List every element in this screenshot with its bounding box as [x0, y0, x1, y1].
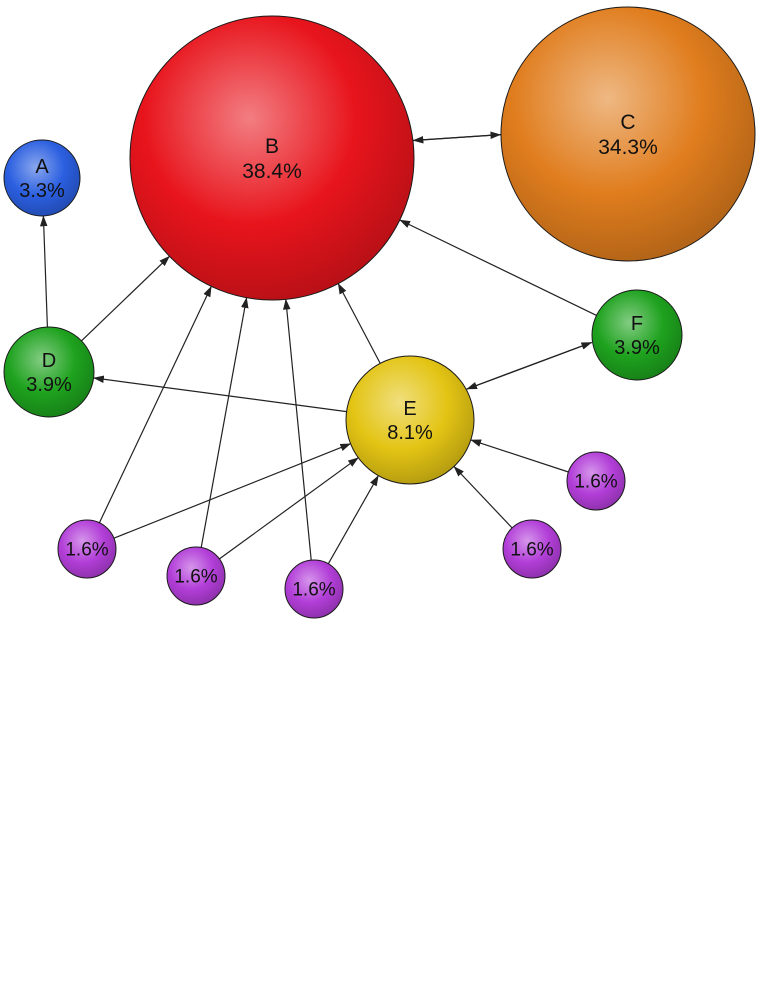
- node-value: 1.6%: [292, 580, 335, 601]
- node-circle: [57, 519, 117, 579]
- edge-c-to-b: [412, 134, 501, 144]
- node-p1: 1.6%: [57, 519, 117, 579]
- node-name: F: [631, 313, 643, 335]
- node-circle: [3, 139, 81, 217]
- node-circle: [166, 546, 226, 606]
- node-circle: [502, 519, 562, 579]
- node-value: 38.4%: [242, 160, 302, 183]
- nodes-layer: A3.3%B38.4%C34.3%D3.9%E8.1%F3.9%1.6%1.6%…: [3, 6, 756, 619]
- node-value: 1.6%: [174, 567, 217, 588]
- node-name: E: [403, 398, 416, 420]
- node-name: D: [42, 350, 56, 372]
- node-a: A3.3%: [3, 139, 81, 217]
- node-circle: [284, 559, 344, 619]
- edge-p2-to-b: [200, 297, 249, 548]
- node-p4: 1.6%: [502, 519, 562, 579]
- edge-p3-to-b: [283, 298, 312, 561]
- edge-f-to-e: [466, 341, 592, 390]
- node-value: 3.3%: [19, 180, 65, 202]
- edge-e-to-b: [337, 283, 381, 364]
- node-p2: 1.6%: [166, 546, 226, 606]
- edge-p1-to-e: [113, 443, 352, 539]
- edge-p2-to-e: [219, 457, 359, 560]
- edge-p5-to-e: [470, 439, 569, 473]
- node-value: 3.9%: [26, 374, 72, 396]
- node-circle: [129, 15, 415, 301]
- node-value: 1.6%: [65, 540, 108, 561]
- edge-d-to-b: [81, 255, 170, 342]
- node-value: 8.1%: [387, 422, 433, 444]
- node-f: F3.9%: [591, 289, 683, 381]
- node-b: B38.4%: [129, 15, 415, 301]
- node-circle: [3, 326, 95, 418]
- node-name: C: [620, 111, 635, 134]
- node-value: 3.9%: [614, 337, 660, 359]
- edge-d-to-a: [39, 215, 48, 328]
- node-value: 34.3%: [598, 136, 658, 159]
- edge-p4-to-e: [453, 466, 513, 529]
- node-p3: 1.6%: [284, 559, 344, 619]
- edge-e-to-d: [93, 375, 347, 413]
- node-c: C34.3%: [500, 6, 756, 262]
- edge-p1-to-b: [98, 285, 212, 524]
- edge-p3-to-e: [327, 475, 379, 565]
- node-circle: [500, 6, 756, 262]
- edges-layer: [39, 131, 597, 565]
- node-circle: [566, 451, 626, 511]
- node-circle: [345, 355, 475, 485]
- node-value: 1.6%: [510, 540, 553, 561]
- node-name: A: [35, 156, 49, 178]
- node-e: E8.1%: [345, 355, 475, 485]
- node-d: D3.9%: [3, 326, 95, 418]
- node-p5: 1.6%: [566, 451, 626, 511]
- node-value: 1.6%: [574, 472, 617, 493]
- node-name: B: [265, 135, 279, 158]
- node-circle: [591, 289, 683, 381]
- edge-f-to-b: [399, 219, 597, 316]
